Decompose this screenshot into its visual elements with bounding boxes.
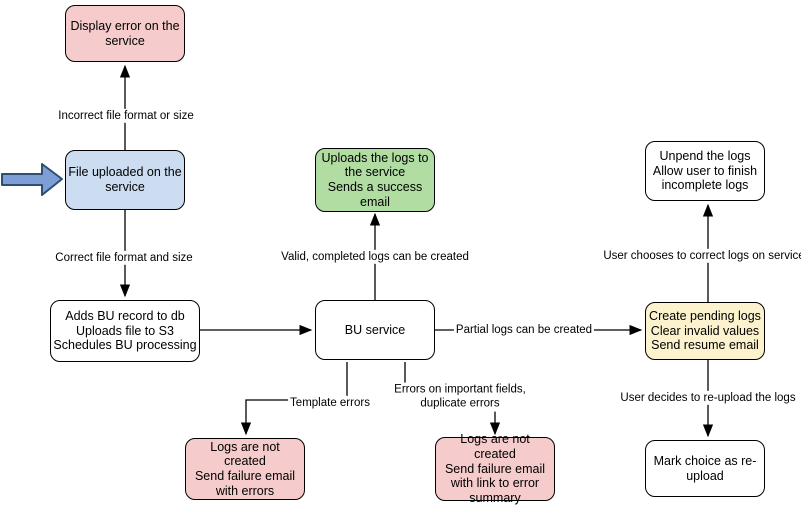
node-display-error[interactable]: Display error on the service bbox=[65, 5, 185, 62]
entry-arrow-icon bbox=[1, 163, 63, 196]
node-unpend-logs[interactable]: Unpend the logs Allow user to finish inc… bbox=[645, 141, 765, 201]
node-adds-bu-record[interactable]: Adds BU record to db Uploads file to S3 … bbox=[50, 300, 200, 362]
edge-label-partial-logs: Partial logs can be created bbox=[453, 322, 595, 338]
edge-label-incorrect-format: Incorrect file format or size bbox=[56, 108, 196, 124]
node-file-uploaded[interactable]: File uploaded on the service bbox=[65, 150, 185, 210]
node-failure-email-errors[interactable]: Logs are not created Send failure email … bbox=[185, 438, 305, 500]
edge-label-user-corrects: User chooses to correct logs on service bbox=[601, 248, 801, 264]
edge-label-important-field-errors: Errors on important fields, duplicate er… bbox=[392, 382, 528, 412]
edge-label-valid-logs: Valid, completed logs can be created bbox=[279, 249, 471, 265]
node-mark-choice-reupload[interactable]: Mark choice as re- upload bbox=[645, 440, 765, 497]
node-failure-email-summary[interactable]: Logs are not created Send failure email … bbox=[435, 432, 555, 505]
node-bu-service[interactable]: BU service bbox=[315, 300, 435, 360]
edge-label-correct-format: Correct file format and size bbox=[53, 250, 195, 266]
edge-label-user-reuploads: User decides to re-upload the logs bbox=[618, 390, 798, 406]
edge-label-template-errors: Template errors bbox=[288, 395, 372, 411]
node-uploads-logs-success[interactable]: Uploads the logs to the service Sends a … bbox=[315, 148, 435, 212]
node-create-pending-logs[interactable]: Create pending logs Clear invalid values… bbox=[645, 302, 765, 360]
